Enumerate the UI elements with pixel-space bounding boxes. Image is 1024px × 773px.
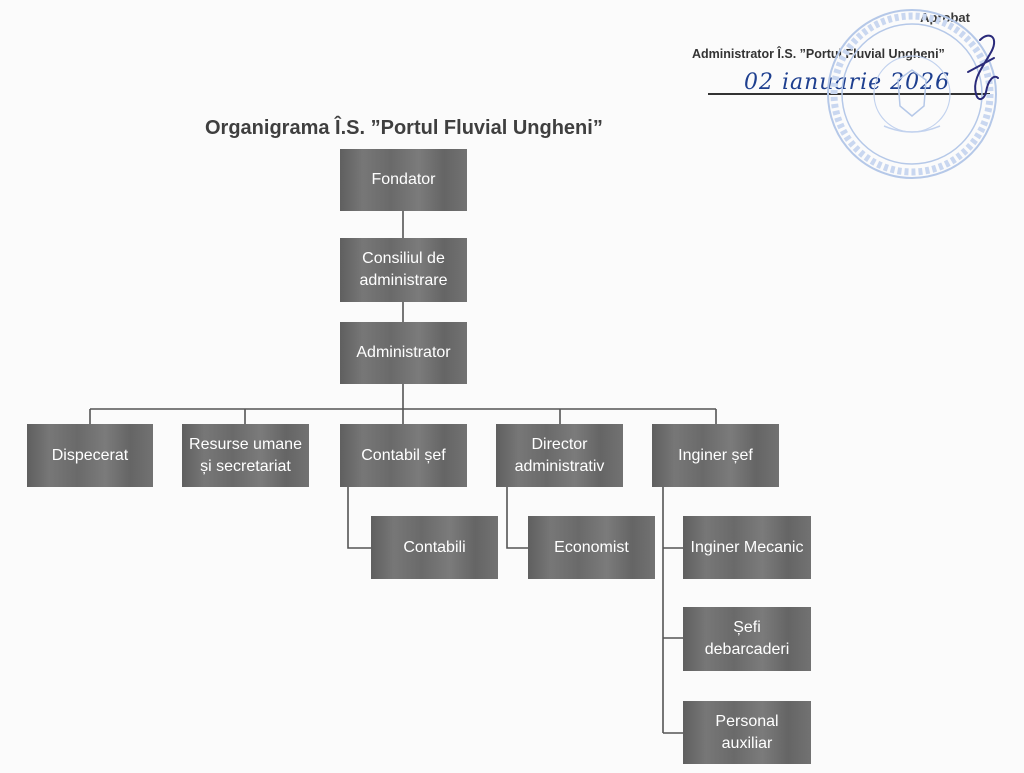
node-dispecerat: Dispecerat xyxy=(27,424,153,487)
approval-date: 02 ianuarie 2026 xyxy=(744,70,951,95)
node-consiliul: Consiliul de administrare xyxy=(340,238,467,302)
node-economist: Economist xyxy=(528,516,655,579)
node-fondator-label: Fondator xyxy=(371,171,436,189)
approver-title: Administrator Î.S. ”Portul Fluvial Unghe… xyxy=(692,47,945,61)
node-inginer-mecanic: Inginer Mecanic xyxy=(683,516,811,579)
node-resurse-umane: Resurse umane și secretariat xyxy=(182,424,309,487)
official-stamp xyxy=(827,9,997,179)
node-economist-label: Economist xyxy=(554,538,629,556)
node-contabil-sef-label: Contabil șef xyxy=(361,446,446,464)
approval-block: Aprobat Administrator Î.S. ”Portul Fluvi… xyxy=(0,0,1024,120)
node-administrator-label: Administrator xyxy=(356,344,451,362)
node-inginer-sef: Inginer șef xyxy=(652,424,779,487)
node-contabili: Contabili xyxy=(371,516,498,579)
date-underline xyxy=(708,93,990,95)
node-director-administrativ-label: Director administrativ xyxy=(514,435,605,475)
signature xyxy=(967,34,999,100)
node-fondator: Fondator xyxy=(340,149,467,211)
node-contabil-sef: Contabil șef xyxy=(340,424,467,487)
chart-title: Organigrama Î.S. ”Portul Fluvial Ungheni… xyxy=(205,117,603,139)
node-sefi-debarcaderi: Șefi debarcaderi xyxy=(683,607,811,671)
node-dispecerat-label: Dispecerat xyxy=(51,446,129,464)
node-personal-auxiliar-label: Personal auxiliar xyxy=(715,712,779,752)
node-administrator: Administrator xyxy=(340,322,467,384)
node-contabili-label: Contabili xyxy=(403,538,466,556)
node-sefi-debarcaderi-label: Șefi debarcaderi xyxy=(704,619,790,658)
node-consiliul-label: Consiliul de administrare xyxy=(359,250,448,289)
node-inginer-sef-label: Inginer șef xyxy=(678,446,753,464)
node-personal-auxiliar: Personal auxiliar xyxy=(683,701,811,764)
node-resurse-umane-label: Resurse umane și secretariat xyxy=(189,435,302,475)
node-inginer-mecanic-label: Inginer Mecanic xyxy=(690,538,804,556)
node-director-administrativ: Director administrativ xyxy=(496,424,623,487)
